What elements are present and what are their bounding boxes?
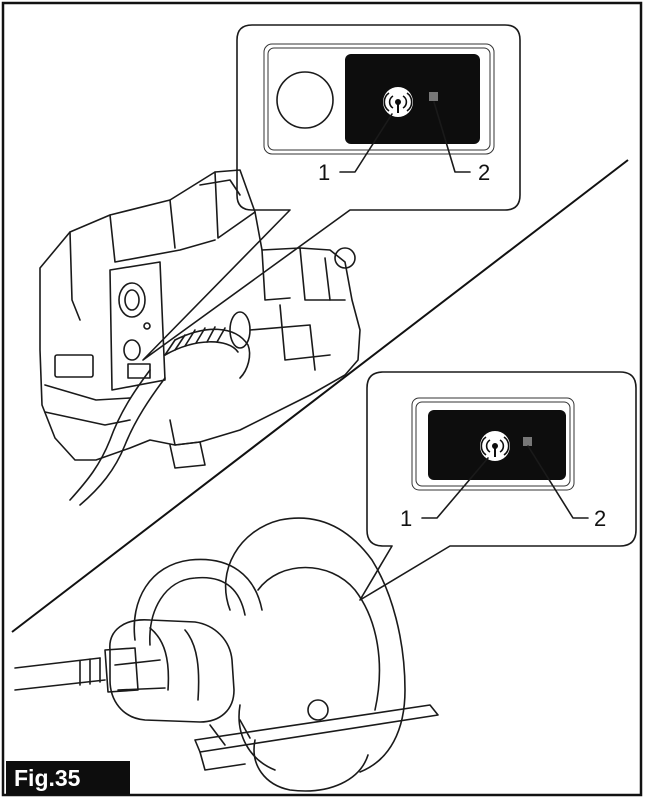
- wireless-signal-icon: [383, 87, 413, 117]
- wireless-signal-icon: [480, 431, 510, 461]
- bottom-callout-bubble: [360, 372, 636, 600]
- top-callout-number-1: 1: [318, 160, 330, 185]
- indicator-lamp-icon: [429, 92, 438, 101]
- indicator-lamp-icon: [523, 437, 532, 446]
- top-callout-bubble: [143, 25, 520, 360]
- bottom-callout-number-1: 1: [400, 506, 412, 531]
- round-button-icon: [277, 72, 333, 128]
- top-callout-number-2: 2: [478, 160, 490, 185]
- figure-label: Fig.35: [6, 761, 130, 795]
- bottom-callout-number-2: 2: [594, 506, 606, 531]
- circular-saw-drawing: [15, 518, 438, 791]
- dust-extractor-drawing: [40, 170, 360, 505]
